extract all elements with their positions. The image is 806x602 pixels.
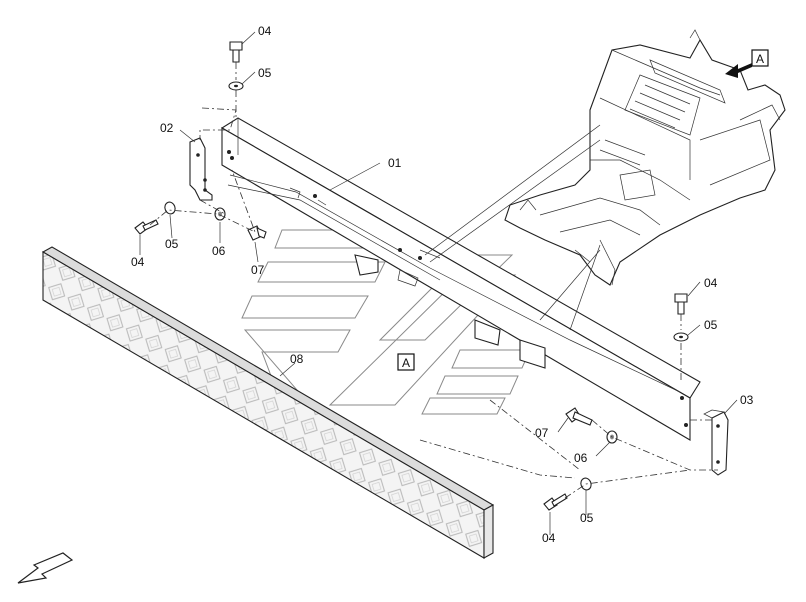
label-04-right-top: 04 — [704, 276, 718, 290]
label-04-top: 04 — [258, 24, 272, 38]
part-labels: 04 05 02 01 04 05 06 07 04 05 03 07 06 0… — [131, 24, 754, 545]
label-05-right-top: 05 — [704, 318, 718, 332]
label-06-right: 06 — [574, 451, 588, 465]
label-04-left: 04 — [131, 255, 145, 269]
washer-05-left — [164, 201, 176, 215]
bolt-07-left — [247, 225, 267, 241]
view-a-label: A — [756, 52, 764, 66]
washer-05-top — [228, 81, 244, 91]
arrow-left-icon — [725, 63, 752, 78]
view-a-indicator: A — [725, 49, 769, 78]
bolt-04-right-top — [674, 293, 688, 315]
arrow-down-left-icon — [17, 552, 74, 584]
label-05-top: 05 — [258, 66, 272, 80]
bracket-03 — [703, 409, 729, 476]
label-05-left: 05 — [165, 237, 179, 251]
reflector-strip-08 — [41, 246, 495, 559]
label-05-right-bottom: 05 — [580, 511, 594, 525]
bolt-04-right-bottom — [543, 493, 568, 511]
label-07-left: 07 — [251, 263, 265, 277]
label-02: 02 — [160, 121, 174, 135]
label-06-left: 06 — [212, 244, 226, 258]
label-08: 08 — [290, 352, 304, 366]
label-04-right-bottom: 04 — [542, 531, 556, 545]
washer-06-left — [214, 207, 226, 221]
view-a-center-marker: A — [397, 353, 415, 371]
bumper-beam-01 — [220, 117, 701, 441]
label-03: 03 — [740, 393, 754, 407]
label-01: 01 — [388, 156, 402, 170]
machine-frame — [504, 29, 786, 286]
bolt-04-left — [134, 219, 159, 235]
bracket-02 — [189, 137, 213, 201]
assembly-lines — [149, 62, 718, 499]
bolt-04-top — [229, 41, 243, 63]
washer-05-right-top — [673, 332, 689, 342]
view-a-center-label: A — [402, 356, 410, 370]
label-07-right: 07 — [535, 426, 549, 440]
bolt-07-right — [565, 407, 593, 426]
leader-lines — [139, 31, 738, 535]
